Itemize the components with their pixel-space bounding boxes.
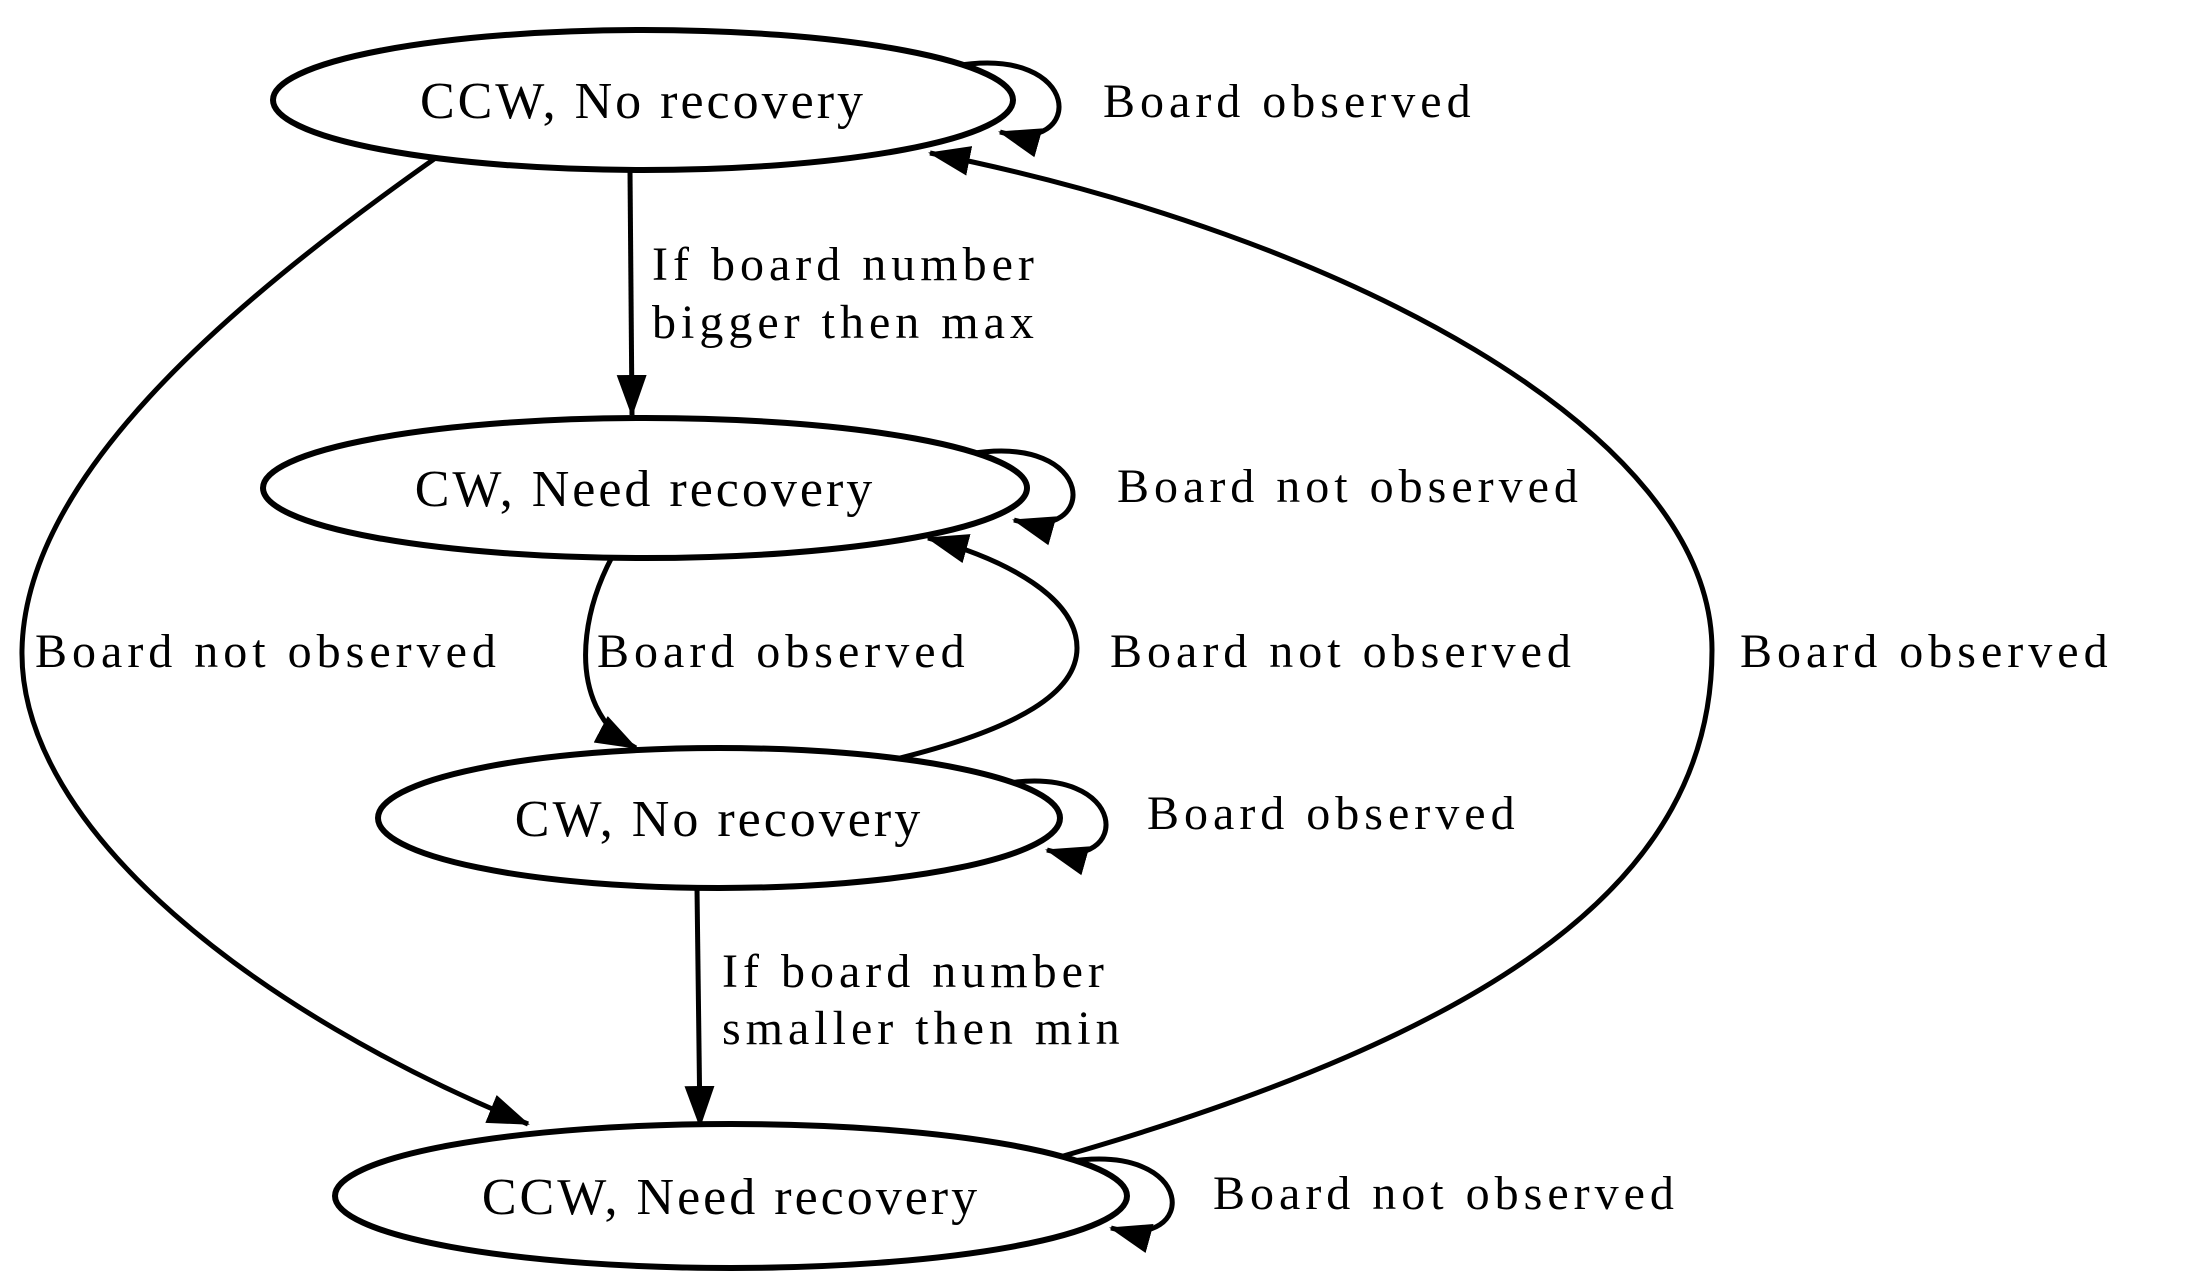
edge-cw-no-to-cw-need — [899, 534, 1080, 761]
state-node-ccw-no-recovery — [270, 27, 1016, 173]
diagram-root: CCW, No recovery CW, Need recovery CW, N… — [19, 27, 2113, 1271]
transition-label-board-observed-mid: Board observed — [597, 625, 970, 678]
transition-label-board-not-observed-cw-need: Board not observed — [1117, 460, 1583, 513]
transition-label-smaller-than-min-line1: If board number — [722, 945, 1109, 998]
transition-label-board-not-observed-left: Board not observed — [35, 625, 501, 678]
edge-self-loop-cw-no — [1001, 778, 1109, 876]
transition-label-board-not-observed-ccw-need: Board not observed — [1213, 1167, 1679, 1220]
transition-label-board-not-observed-mid: Board not observed — [1110, 625, 1576, 678]
edge-ccw-no-to-cw-need — [616, 169, 647, 417]
state-node-ccw-need-recovery — [332, 1121, 1130, 1271]
edge-cw-no-to-ccw-need — [684, 887, 715, 1128]
edge-cw-need-to-cw-no — [583, 555, 638, 751]
transition-label-board-observed-right: Board observed — [1740, 625, 2113, 678]
transition-label-board-observed-top: Board observed — [1103, 75, 1476, 128]
edge-ccw-need-to-ccw-no — [928, 146, 1715, 1160]
edge-self-loop-cw-need — [968, 448, 1076, 546]
edge-ccw-no-to-ccw-need — [19, 154, 530, 1127]
state-node-cw-no-recovery — [375, 745, 1063, 891]
transition-label-bigger-than-max-line1: If board number — [652, 238, 1039, 291]
edge-self-loop-ccw-no — [954, 60, 1062, 158]
transition-label-bigger-than-max-line2: bigger then max — [652, 296, 1039, 349]
state-label-ccw-no-recovery: CCW, No recovery — [420, 73, 866, 130]
diagram-labels: CCW, No recovery CW, Need recovery CW, N… — [35, 73, 2113, 1226]
state-node-cw-need-recovery — [260, 415, 1030, 561]
state-label-cw-no-recovery: CW, No recovery — [515, 791, 923, 848]
state-label-cw-need-recovery: CW, Need recovery — [415, 461, 876, 518]
edge-self-loop-ccw-need — [1065, 1156, 1175, 1253]
transition-label-board-observed-cw-no: Board observed — [1147, 787, 1520, 840]
state-label-ccw-need-recovery: CCW, Need recovery — [482, 1169, 980, 1226]
transition-label-smaller-than-min-line2: smaller then min — [722, 1002, 1125, 1055]
